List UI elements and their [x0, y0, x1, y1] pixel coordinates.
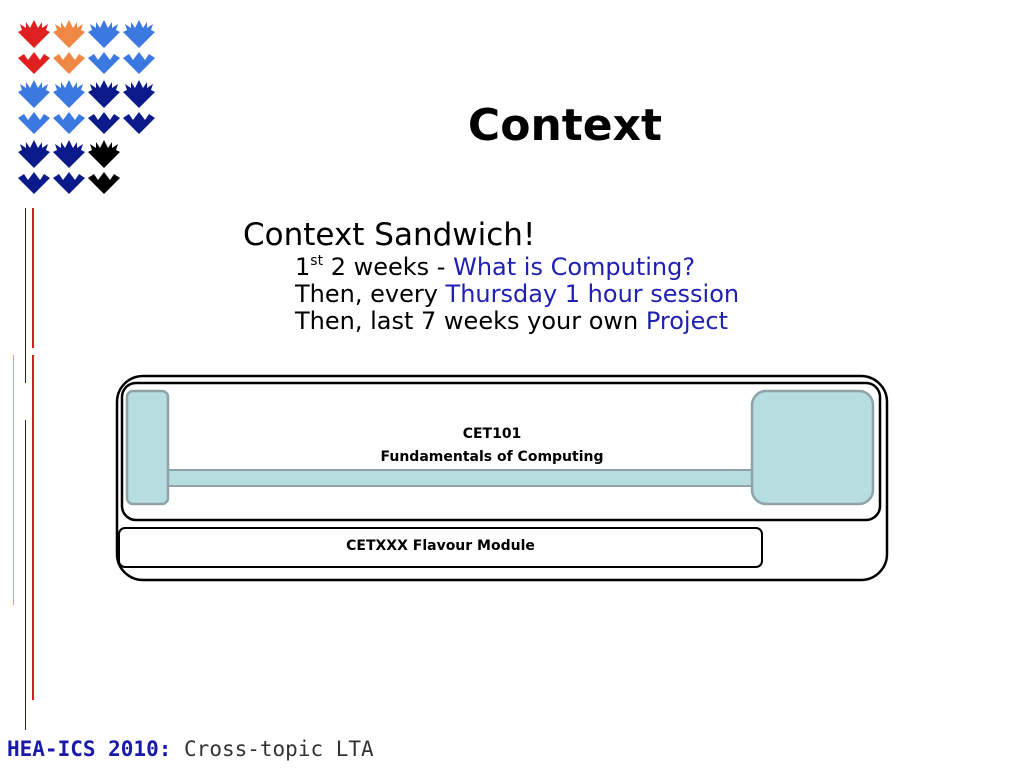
decor-line-navy-upper: [25, 208, 26, 383]
highlight-project: Project: [645, 307, 728, 335]
highlight-what-is-computing: What is Computing?: [453, 253, 696, 281]
footer: HEA-ICS 2010: Cross-topic LTA: [7, 737, 374, 761]
decor-line-navy-lower: [25, 420, 26, 730]
bullet-context-sandwich: Context Sandwich!: [243, 217, 536, 253]
sub-bullet-weeks: 1st 2 weeks - What is Computing?: [295, 253, 695, 281]
flame-ornament-icon: [18, 20, 50, 74]
right-bread-panel: [750, 389, 875, 506]
sandwich-filling-bar: [164, 469, 758, 487]
decor-line-orange: [13, 355, 14, 605]
flame-ornament-icon: [18, 80, 50, 134]
flame-ornament-icon: [88, 20, 120, 74]
slide-title: Context: [467, 100, 663, 151]
flavour-module-box: [118, 527, 763, 568]
footer-brand: HEA-ICS 2010:: [7, 737, 172, 761]
decor-line-red-lower: [32, 355, 34, 700]
flavour-module-label: CETXXX Flavour Module: [346, 538, 535, 554]
flame-ornament-icon: [123, 80, 155, 134]
sub-bullet-ordinal-suffix: st: [310, 253, 324, 269]
flame-ornament-icon: [53, 80, 85, 134]
flame-ornament-icon: [18, 140, 50, 194]
sub-bullet-weeks-text: 2 weeks -: [323, 253, 454, 281]
flame-ornament-icon: [53, 140, 85, 194]
decorative-icon-grid: [18, 20, 155, 194]
flame-ornament-icon: [123, 20, 155, 74]
sub-bullet-project-text: Then, last 7 weeks your own: [295, 307, 646, 335]
highlight-thursday-session: Thursday 1 hour session: [445, 280, 740, 308]
footer-subtitle: Cross-topic LTA: [184, 737, 374, 761]
sub-bullet-thursday: Then, every Thursday 1 hour session: [295, 280, 739, 308]
decor-line-red-upper: [32, 208, 34, 348]
left-bread-panel: [125, 389, 170, 506]
flame-ornament-icon: [88, 80, 120, 134]
sub-bullet-ordinal: 1: [295, 253, 311, 281]
core-module-code: CET101: [462, 426, 522, 442]
flame-ornament-icon: [88, 140, 120, 194]
sub-bullet-thursday-text: Then, every: [295, 280, 446, 308]
sub-bullet-project: Then, last 7 weeks your own Project: [295, 307, 728, 335]
flame-ornament-icon: [53, 20, 85, 74]
core-module-name: Fundamentals of Computing: [380, 449, 604, 465]
